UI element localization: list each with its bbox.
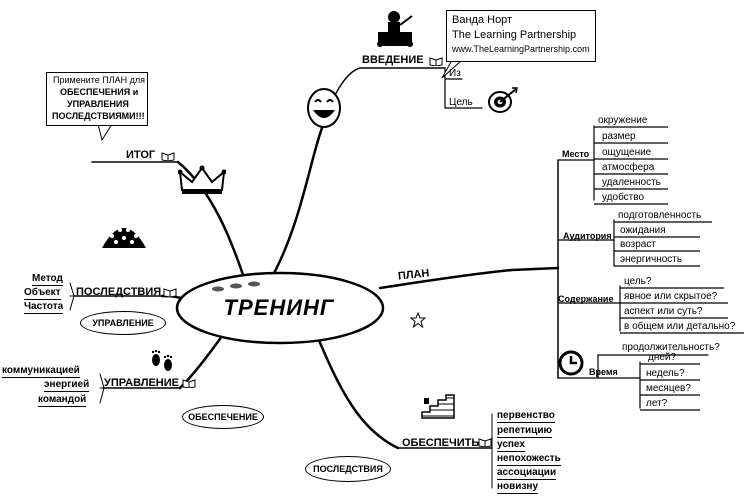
- crowd-icon: [102, 228, 146, 248]
- management-tag: ОБЕСПЕЧЕНИЕ: [182, 405, 264, 429]
- plan-audience-item[interactable]: энергичность: [620, 254, 683, 265]
- plan-group-place[interactable]: Место: [562, 149, 590, 159]
- book-icon: [161, 152, 175, 161]
- management-child-team[interactable]: командой: [38, 394, 87, 407]
- plan-audience-item[interactable]: возраст: [620, 239, 656, 250]
- branch-intro: [266, 126, 324, 286]
- speech-line-website: www.TheLearningPartnership.com: [452, 44, 590, 54]
- consequences-tag: УПРАВЛЕНИЕ: [80, 311, 166, 335]
- summary-note-line4: ПОСЛЕДСТВИЯМИ!!!: [52, 111, 145, 121]
- branch-plan-content: [557, 285, 621, 332]
- summary-note-line2: ОБЕСПЕЧЕНИЯ и: [60, 87, 139, 97]
- provide-child-uniqueness[interactable]: непохожесть: [497, 453, 561, 466]
- management-child-communication[interactable]: коммуникацией: [2, 365, 80, 378]
- laughing-face-icon: [307, 88, 341, 128]
- provide-child-associations[interactable]: ассоциации: [497, 467, 557, 480]
- provide-child-repetition[interactable]: репетицию: [497, 425, 553, 438]
- target-icon: [488, 87, 518, 113]
- plan-content-item[interactable]: аспект или суть?: [624, 306, 703, 317]
- plan-content-item[interactable]: в общем или детально?: [624, 321, 736, 332]
- consequences-child-frequency[interactable]: Частота: [24, 301, 64, 314]
- summary-note: [46, 72, 148, 126]
- provide-child-primacy[interactable]: первенство: [497, 410, 555, 423]
- consequences-branch-label[interactable]: ПОСЛЕДСТВИЯ: [76, 286, 162, 298]
- plan-group-content[interactable]: Содержание: [558, 294, 614, 304]
- plan-group-audience[interactable]: Аудитория: [563, 231, 612, 241]
- provide-tag: ПОСЛЕДСТВИЯ: [305, 456, 391, 482]
- plan-place-item[interactable]: окружение: [598, 115, 648, 126]
- summary-note-line1: Примените ПЛАН для: [53, 75, 145, 85]
- footprints-icon: [151, 350, 173, 371]
- branch-plan-audience: [557, 219, 615, 267]
- plan-place-item[interactable]: ощущение: [602, 147, 652, 158]
- plan-place-item[interactable]: удобство: [602, 192, 645, 203]
- plan-place-item[interactable]: размер: [602, 131, 636, 142]
- branch-management-sub: [99, 373, 105, 404]
- plan-time-item[interactable]: дней?: [648, 352, 677, 363]
- book-icon: [478, 438, 492, 447]
- stairs-icon: [421, 394, 455, 419]
- speech-line-company: The Learning Partnership: [452, 29, 577, 41]
- book-icon: [163, 288, 177, 297]
- intro-branch-label[interactable]: ВВЕДЕНИЕ: [362, 54, 424, 66]
- presenter-icon: [377, 11, 413, 47]
- plan-place-item[interactable]: атмосфера: [602, 162, 655, 173]
- plan-audience-item[interactable]: подготовленность: [618, 210, 702, 221]
- plan-audience-item[interactable]: ожидания: [620, 225, 666, 236]
- plan-content-item[interactable]: явное или скрытое?: [624, 291, 718, 302]
- book-icon: [429, 57, 443, 66]
- center-ellipse: [175, 271, 385, 345]
- consequences-child-object[interactable]: Объект: [24, 287, 61, 300]
- plan-content-item[interactable]: цель?: [624, 276, 652, 287]
- management-branch-label[interactable]: УПРАВЛЕНИЕ: [104, 377, 179, 389]
- consequences-child-method[interactable]: Метод: [32, 273, 63, 286]
- speech-bubble-tail: [441, 59, 463, 79]
- branch-plan-place: [557, 125, 595, 201]
- summary-branch-label[interactable]: ИТОГ: [126, 149, 156, 161]
- branch-plan-time: [557, 354, 709, 409]
- branch-consequences-sub: [69, 282, 75, 311]
- management-child-energy[interactable]: энергией: [44, 379, 90, 392]
- plan-time-item[interactable]: продолжительность?: [622, 342, 720, 353]
- book-icon: [182, 379, 196, 388]
- star-icon: [410, 312, 426, 328]
- plan-time-item[interactable]: недель?: [646, 368, 685, 379]
- central-topic[interactable]: ТРЕНИНГ: [223, 295, 335, 320]
- clock-icon: [558, 350, 584, 376]
- crown-icon: [178, 165, 226, 194]
- branch-provide: [316, 336, 400, 450]
- plan-time-item[interactable]: месяцев?: [646, 383, 691, 394]
- speech-bubble: [446, 10, 596, 62]
- plan-group-time[interactable]: Время: [589, 367, 618, 377]
- provide-child-novelty[interactable]: новизну: [497, 481, 539, 494]
- branch-plan: [378, 266, 560, 290]
- intro-child-from[interactable]: Из: [449, 68, 461, 79]
- speech-line-author: Ванда Норт: [452, 14, 513, 26]
- plan-time-item[interactable]: лет?: [646, 398, 668, 409]
- note-tail: [97, 123, 113, 142]
- intro-child-goal[interactable]: Цель: [449, 97, 473, 108]
- branch-summary: [176, 160, 250, 292]
- provide-child-success[interactable]: успех: [497, 439, 525, 452]
- plan-place-item[interactable]: удаленность: [602, 177, 661, 188]
- summary-note-line3: УПРАВЛЕНИЯ: [67, 99, 129, 109]
- provide-branch-label[interactable]: ОБЕСПЕЧИТЬ: [402, 437, 480, 449]
